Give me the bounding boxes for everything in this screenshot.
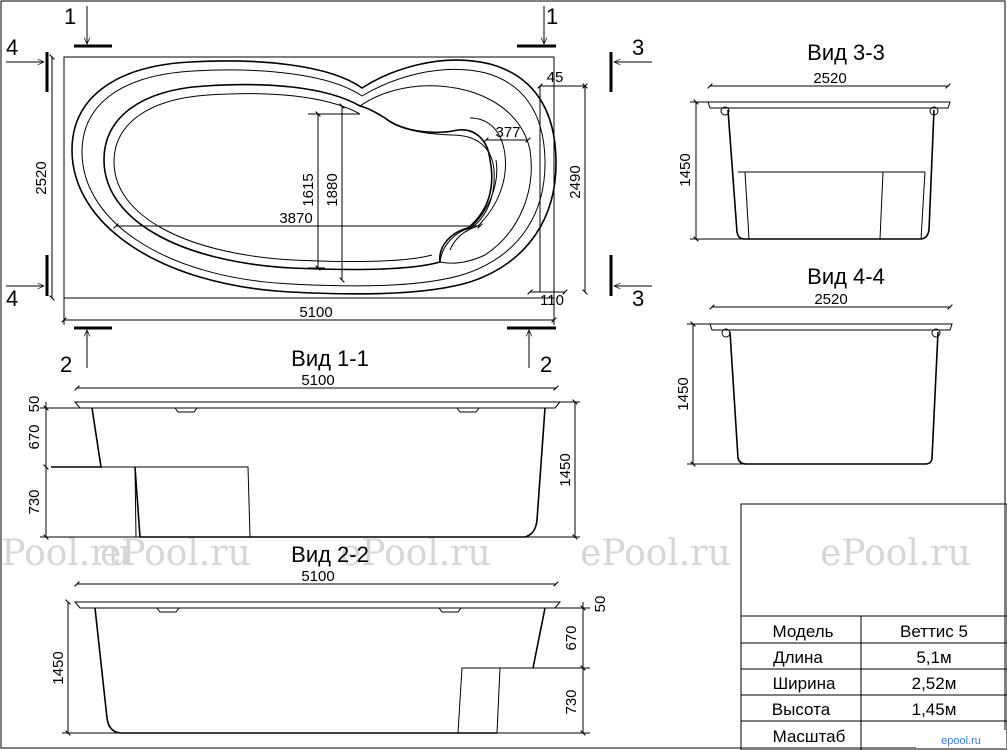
pool-rim — [73, 401, 562, 409]
pool-body — [94, 607, 546, 734]
table-label-scale: Масштаб — [773, 727, 846, 746]
view-3-3: Вид 3-3 2520 1450 — [677, 40, 951, 242]
table-value-height: 1,45м — [912, 700, 957, 719]
table-value-model: Веттис 5 — [900, 622, 968, 641]
watermark-text: ePool.ru — [340, 533, 491, 574]
spec-table: Модель Веттис 5 Длина 5,1м Ширина 2,52м … — [740, 503, 1007, 750]
watermark-text: ePool.ru — [100, 533, 251, 574]
dim-width: 2520 — [813, 70, 846, 87]
section-label: 1 — [64, 4, 76, 29]
view-title: Вид 3-3 — [807, 40, 885, 65]
dim-50: 50 — [592, 596, 609, 613]
section-label: 2 — [540, 352, 552, 377]
section-label: 2 — [60, 352, 72, 377]
dim-3870: 3870 — [279, 210, 312, 227]
section-marker-3-top: 3 — [609, 35, 652, 92]
dim-45: 45 — [547, 69, 564, 86]
dim-width: 2520 — [814, 291, 847, 308]
dim-110: 110 — [540, 292, 564, 309]
table-value-length: 5,1м — [916, 648, 951, 667]
rim-fittings — [156, 607, 462, 613]
dim-2490: 2490 — [567, 165, 584, 198]
pool-rim — [709, 323, 953, 331]
view-1-1: Вид 1-1 5100 50 670 730 1450 — [26, 346, 580, 540]
watermark-row: ePool.ru ePool.ru ePool.ru ePool.ru ePoo… — [0, 533, 971, 574]
plan-view: 3870 1615 1880 377 45 110 2490 2520 5100… — [6, 4, 652, 377]
view-title: Вид 4-4 — [807, 264, 885, 289]
pool-seat-line — [439, 159, 498, 263]
dim-length: 5100 — [301, 568, 334, 585]
view-title: Вид 2-2 — [291, 542, 369, 567]
section-marker-1-left: 1 — [64, 4, 112, 48]
dim-1880: 1880 — [324, 173, 341, 206]
dim-1615: 1615 — [300, 173, 317, 206]
rim-edge-left — [720, 106, 730, 116]
dim-50: 50 — [26, 396, 43, 413]
dim-1450: 1450 — [557, 453, 574, 486]
view-title: Вид 1-1 — [291, 346, 369, 371]
section-label: 1 — [546, 4, 558, 29]
dim-depth: 1450 — [677, 153, 694, 186]
dim-5100: 5100 — [299, 304, 332, 321]
rim-edge-right — [931, 328, 941, 338]
pool-inner-bowl — [103, 83, 493, 271]
pool-outer-contour — [71, 59, 557, 295]
dim-depth: 1450 — [675, 377, 692, 410]
pool-body — [729, 331, 939, 465]
watermark-text: ePool.ru — [0, 533, 131, 574]
table-label-height: Высота — [772, 700, 831, 719]
watermark-text: ePool.ru — [580, 533, 731, 574]
pool-step-area — [359, 85, 532, 264]
table-frame — [740, 503, 1007, 750]
dim-length: 5100 — [301, 372, 334, 389]
watermark-text: ePool.ru — [820, 533, 971, 574]
dim-2520: 2520 — [33, 161, 50, 194]
section-label: 3 — [632, 35, 644, 60]
section-label: 4 — [6, 286, 18, 311]
pool-rim — [73, 601, 562, 609]
pool-seat-inner — [449, 117, 507, 251]
section-marker-2-right: 2 — [507, 326, 556, 377]
epool-logo: epool.ru — [916, 730, 1006, 748]
plan-bounding-box — [63, 56, 555, 299]
section-label: 4 — [6, 35, 18, 60]
section-marker-4-bottom: 4 — [6, 255, 49, 311]
table-label-width: Ширина — [773, 674, 836, 693]
pool-step — [101, 466, 251, 538]
section-marker-2-left: 2 — [60, 326, 112, 377]
section-marker-3-bottom: 3 — [609, 255, 652, 311]
pool-inner-bowl-line — [113, 93, 433, 263]
pool-body — [727, 109, 935, 240]
pool-outer-contour-inner-line — [81, 68, 546, 287]
section-marker-4-top: 4 — [6, 35, 49, 92]
pool-body — [51, 407, 546, 538]
table-value-width: 2,52м — [912, 674, 957, 693]
pool-step — [738, 171, 926, 240]
view-2-2: Вид 2-2 5100 1450 50 670 730 — [50, 542, 609, 736]
table-label-length: Длина — [773, 648, 823, 667]
view-4-4: Вид 4-4 2520 1450 — [675, 264, 953, 467]
section-marker-1-right: 1 — [517, 4, 558, 48]
rim-fittings — [174, 407, 480, 413]
logo-text: epool.ru — [941, 735, 981, 747]
dim-670: 670 — [563, 625, 580, 650]
table-label-model: Модель — [772, 622, 833, 641]
dim-377: 377 — [495, 124, 520, 141]
dim-730: 730 — [563, 689, 580, 714]
dim-670: 670 — [26, 424, 43, 449]
section-label: 3 — [632, 286, 644, 311]
pool-rim — [707, 101, 951, 109]
dim-1450: 1450 — [50, 651, 67, 684]
pool-step — [457, 667, 533, 734]
dim-730: 730 — [26, 489, 43, 514]
